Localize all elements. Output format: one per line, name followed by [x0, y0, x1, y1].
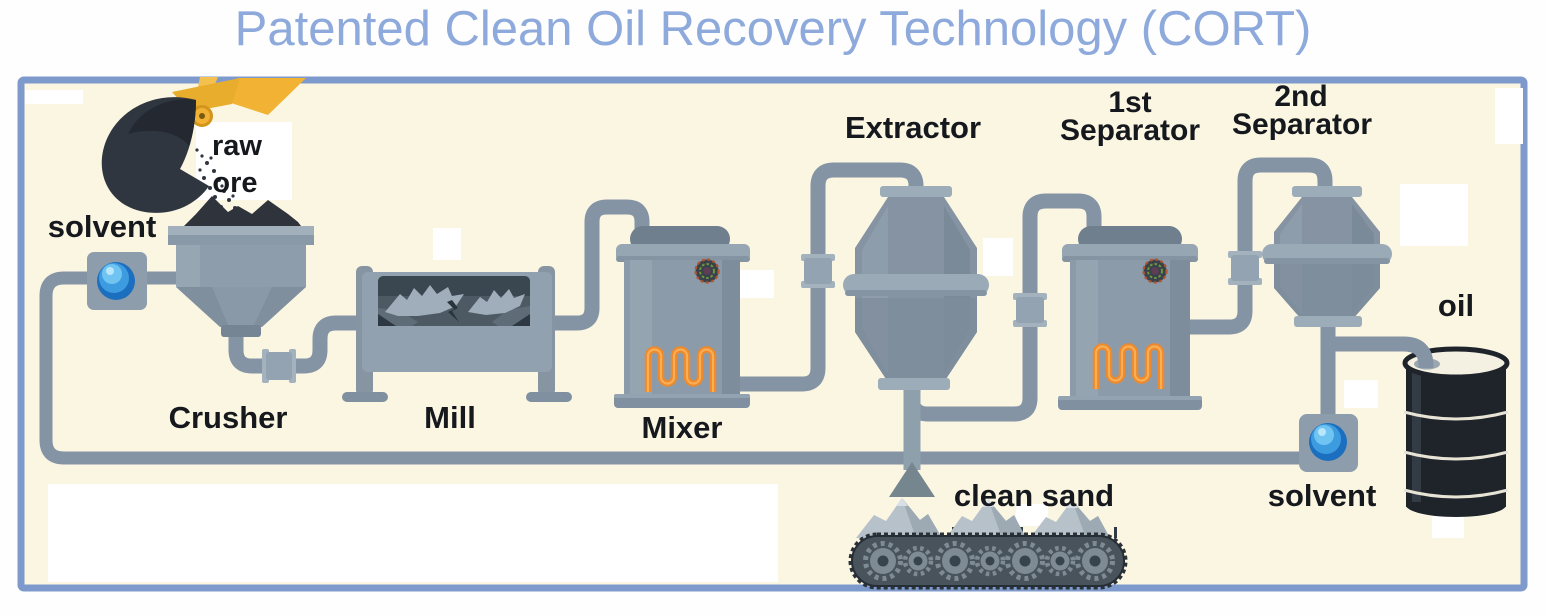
- pipe-network: [39, 157, 1336, 470]
- separator1-unit: [1058, 226, 1202, 410]
- mill-corner-right: [512, 314, 530, 326]
- separator2-bottom-flange: [1294, 316, 1362, 327]
- extractor-bottom-flange: [878, 378, 950, 390]
- separator2-band-shadow: [1264, 258, 1390, 264]
- label-mill: Mill: [424, 400, 476, 435]
- gear-icon: [902, 545, 934, 577]
- valve-separator-riser: [1228, 251, 1262, 285]
- extractor-lower-shade: [855, 298, 977, 382]
- extractor-band-shadow: [845, 290, 987, 296]
- diagram-labels: raw ore solvent Crusher Mill Mixer Extra…: [48, 80, 1474, 513]
- pressure-gauge-icon: [1142, 258, 1168, 284]
- crusher-unit: [168, 196, 314, 337]
- label-crusher: Crusher: [169, 400, 288, 435]
- label-separator1: Separator: [1060, 114, 1200, 147]
- pipe-mixer-to-extractor: [730, 162, 924, 392]
- label-clean-sand: clean sand: [954, 478, 1114, 513]
- label-separator2: 2nd: [1274, 80, 1327, 113]
- gear-icon: [1005, 541, 1045, 581]
- background-patches: [25, 88, 1523, 582]
- separator1-shadow: [1170, 260, 1190, 398]
- gear-icon: [863, 541, 903, 581]
- label-solvent-in: solvent: [48, 209, 157, 244]
- barrel-rib-1: [1403, 410, 1509, 421]
- sand-pile-shade: [902, 498, 942, 538]
- mill-left-foot: [342, 392, 388, 402]
- crusher-rim-face: [168, 235, 314, 245]
- mill-corner-left: [378, 314, 396, 326]
- gear-icon: [1075, 541, 1115, 581]
- extractor-top-flange: [880, 186, 952, 197]
- pipe-mill-to-mixer: [540, 199, 650, 331]
- valve-crusher-line: [262, 349, 296, 383]
- label-raw-ore: raw: [212, 130, 262, 162]
- separator2-lower-shade: [1274, 262, 1380, 320]
- mill-right-foot: [526, 392, 572, 402]
- barrel-body: [1406, 362, 1506, 507]
- separator2-top-flange: [1292, 186, 1362, 197]
- valve-mixer-riser: [801, 254, 835, 288]
- sand-peak-glint: [982, 499, 994, 507]
- label-separator1: 1st: [1108, 86, 1151, 119]
- pipe-extractor-to-separator1: [904, 193, 1102, 422]
- barrel-highlight: [1412, 372, 1421, 502]
- sand-pile-shade: [1072, 500, 1110, 538]
- label-extractor: Extractor: [845, 110, 981, 145]
- diagram-title: Patented Clean Oil Recovery Technology (…: [234, 2, 1312, 56]
- pipe-crusher-to-mill: [228, 315, 372, 374]
- boom-joint-pin: [199, 113, 205, 119]
- barrel-rib-3: [1403, 488, 1509, 499]
- mixer-shadow: [722, 260, 740, 398]
- barrel-rib-2: [1403, 450, 1509, 461]
- conveyor-tread: [848, 532, 1128, 590]
- crusher-highlight: [176, 245, 200, 287]
- crusher-neck: [221, 325, 261, 337]
- solvent-drop-icon: [97, 262, 135, 300]
- label-mixer: Mixer: [642, 410, 723, 445]
- solvent-inlet-unit: [87, 252, 147, 310]
- excavator-icon: [101, 77, 306, 249]
- mill-unit: [342, 266, 572, 402]
- pressure-gauge-icon: [694, 258, 720, 284]
- barrel-bottom: [1406, 493, 1506, 517]
- mixer-base-edge: [614, 394, 750, 398]
- sand-pile-shade: [988, 499, 1026, 538]
- excavator-boom: [228, 78, 306, 115]
- valve-extractor-riser: [1013, 293, 1047, 327]
- mill-blade-right-icon: [468, 289, 525, 315]
- mill-spark-icon: [447, 300, 459, 322]
- label-raw-ore: ore: [212, 167, 257, 199]
- label-solvent-out: solvent: [1268, 478, 1377, 513]
- bucket-shadow: [128, 99, 196, 146]
- sand-funnel-icon: [889, 462, 935, 497]
- solvent-drop-icon: [1309, 423, 1347, 461]
- solvent-outlet-unit: [1299, 414, 1358, 472]
- mill-blade-left-icon: [385, 285, 464, 316]
- extractor-unit: [843, 186, 989, 390]
- crusher-rim-top: [168, 226, 314, 235]
- separator2-unit: [1262, 186, 1392, 327]
- crusher-funnel-facet: [212, 287, 272, 327]
- pipe-solvent-recycle: [39, 271, 1305, 465]
- separator1-highlight: [1076, 260, 1098, 398]
- pipe-separator2-to-barrel: [1328, 336, 1434, 368]
- label-separator2: Separator: [1232, 108, 1372, 141]
- clean-sand-conveyor: [848, 498, 1128, 590]
- gear-icon: [935, 541, 975, 581]
- pipe-separator1-to-separator2: [1185, 157, 1333, 335]
- sand-peak-glint: [896, 498, 908, 506]
- gear-icon: [1044, 545, 1076, 577]
- conveyor-gears: [863, 541, 1115, 581]
- gear-icon: [974, 545, 1006, 577]
- label-oil: oil: [1438, 288, 1474, 323]
- separator1-base-edge: [1058, 396, 1202, 400]
- mixer-unit: [614, 226, 750, 408]
- sand-peak-glint: [1066, 500, 1078, 508]
- oil-barrel-icon: [1402, 346, 1510, 517]
